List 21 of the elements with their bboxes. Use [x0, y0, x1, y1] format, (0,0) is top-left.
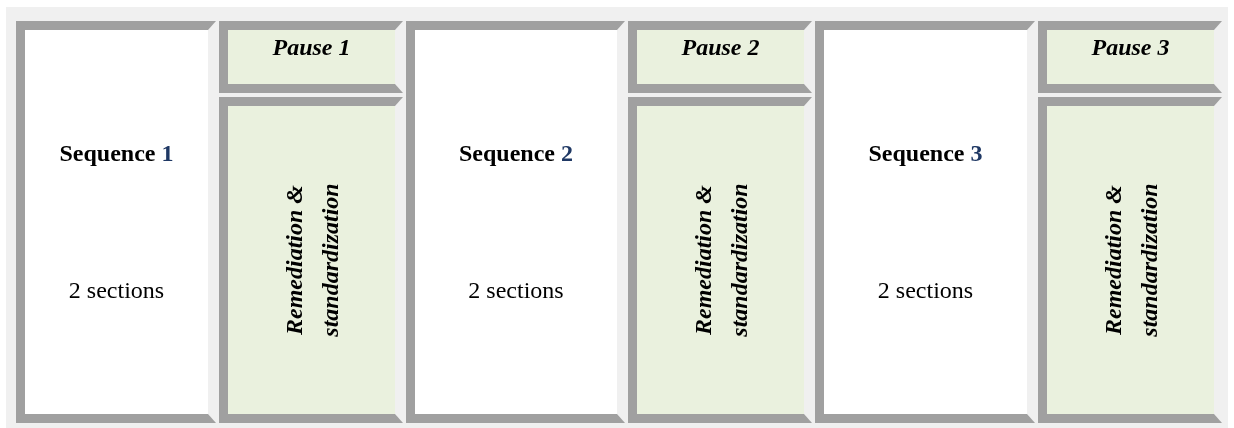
section-count: 2 sections — [67, 277, 166, 304]
sequence-box — [815, 21, 1035, 423]
pause-box — [219, 21, 403, 93]
sequence-title: Sequence 1 — [58, 140, 175, 167]
pause-label: Pause 2 — [680, 34, 761, 61]
sequence-box — [16, 21, 216, 423]
sequence-title: Sequence 3 — [867, 140, 984, 167]
remediation-label: Remediation & standardization — [279, 182, 344, 339]
remediation-box — [628, 97, 812, 423]
remediation-label: Remediation & standardization — [688, 182, 753, 339]
pause-box — [628, 21, 812, 93]
pause-label: Pause 1 — [271, 34, 352, 61]
section-count: 2 sections — [876, 277, 975, 304]
section-count: 2 sections — [467, 277, 565, 304]
remediation-box — [219, 97, 403, 423]
remediation-box — [1038, 97, 1222, 423]
pause-box — [1038, 21, 1222, 93]
sequence-title: Sequence 2 — [458, 140, 574, 167]
pause-label: Pause 3 — [1090, 34, 1171, 61]
remediation-label: Remediation & standardization — [1098, 182, 1163, 339]
sequence-box — [406, 21, 625, 423]
